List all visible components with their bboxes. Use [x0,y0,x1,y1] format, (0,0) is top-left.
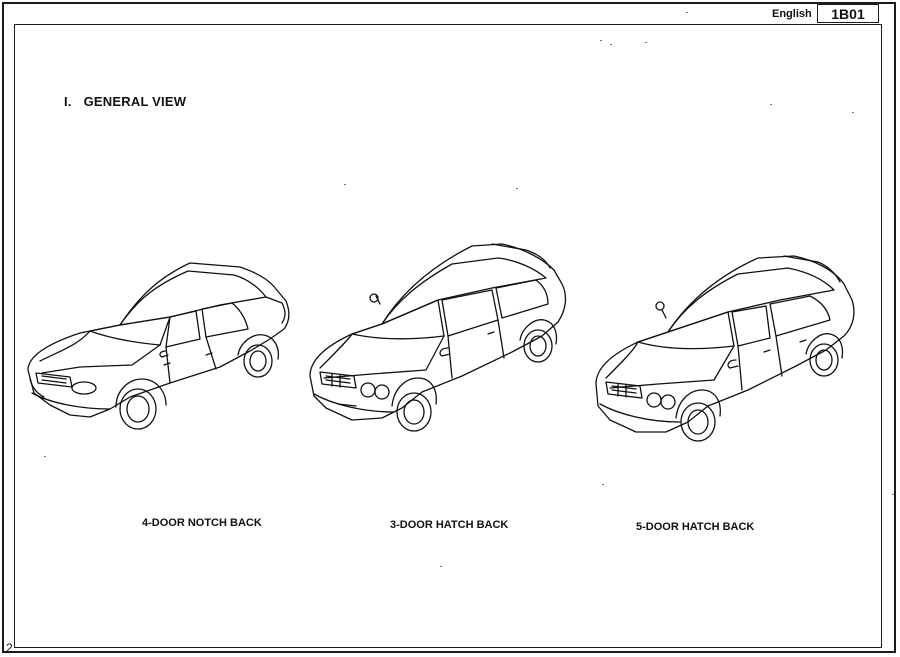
caption-5door-hatch-back: 5-DOOR HATCH BACK [636,521,755,533]
scan-speck [600,40,602,41]
scan-speck [344,184,346,185]
scan-speck [852,112,854,113]
scan-speck [686,12,688,13]
scan-speck [516,188,518,189]
section-title: GENERAL VIEW [83,94,187,109]
scan-speck [645,42,647,43]
section-code-box: 1B01 [817,4,879,23]
section-code: 1B01 [831,5,865,22]
hatchback-3door-icon [309,243,567,432]
page-number: 2 [6,641,13,655]
caption-3door-hatch-back: 3-DOOR HATCH BACK [390,519,509,531]
sedan-4door-icon [27,262,290,430]
language-label: English [772,8,812,20]
scan-speck [602,484,604,485]
scan-speck [892,494,894,495]
hatchback-5door-icon [595,255,855,442]
caption-4door-notch-back: 4-DOOR NOTCH BACK [142,517,262,529]
scan-speck [770,104,772,105]
section-heading: I. GENERAL VIEW [64,94,186,109]
scan-speck [610,44,612,45]
scan-speck [44,456,46,457]
content-frame [14,24,882,648]
scan-speck [440,566,442,567]
section-number: I. [64,94,72,109]
